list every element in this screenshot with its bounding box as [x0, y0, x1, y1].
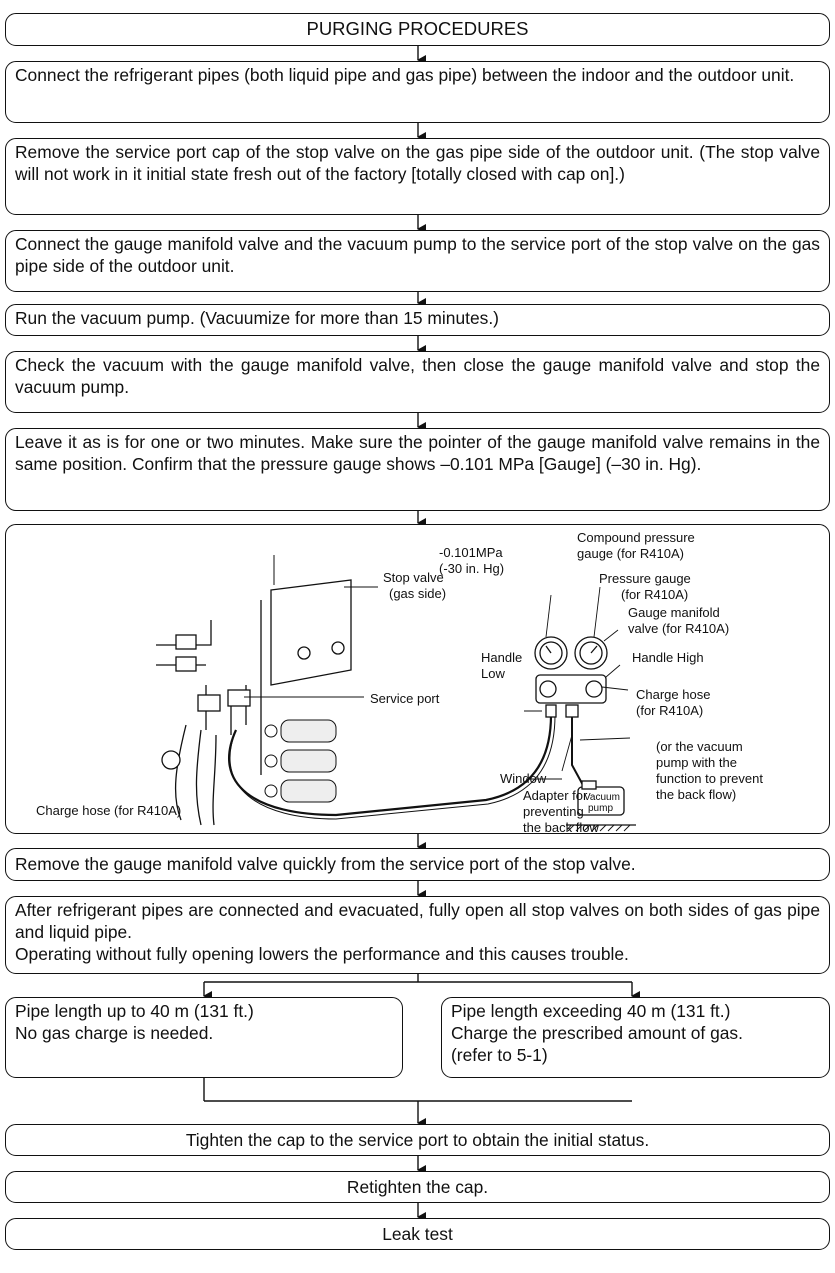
- label-stop-valve: Stop valve: [383, 570, 444, 585]
- step-leave-as-is: Leave it as is for one or two minutes. M…: [5, 428, 830, 511]
- label-handle-low-2: Low: [481, 666, 505, 681]
- branch-long-action: Charge the prescribed amount of gas.: [451, 1023, 743, 1043]
- label-service-port: Service port: [370, 691, 440, 706]
- outdoor-unit-and-manifold-drawing: [156, 555, 636, 832]
- page-title: PURGING PROCEDURES: [5, 13, 830, 46]
- step-leak-test: Leak test: [5, 1218, 830, 1250]
- label-adapter-3: the back flow: [523, 820, 599, 833]
- label-handle-low: Handle: [481, 650, 522, 665]
- open-valves-text: After refrigerant pipes are connected an…: [15, 900, 820, 942]
- label-pressure-gauge-2: (for R410A): [621, 587, 688, 602]
- branch-long-condition: Pipe length exceeding 40 m (131 ft.): [451, 1001, 731, 1021]
- label-gauge-manifold-2: valve (for R410A): [628, 621, 729, 636]
- branch-short-action: No gas charge is needed.: [15, 1023, 214, 1043]
- label-vacuum-pump-2: pump: [588, 803, 613, 814]
- label-charge-hose-left: Charge hose (for R410A): [36, 803, 181, 818]
- label-alt-pump-4: the back flow): [656, 787, 736, 802]
- branch-long-reference: (refer to 5-1): [451, 1045, 548, 1065]
- label-alt-pump-2: pump with the: [656, 755, 737, 770]
- illustration-labels: -0.101MPa (-30 in. Hg) Compound pressure…: [36, 530, 763, 833]
- open-valves-warning: Operating without fully opening lowers t…: [15, 944, 629, 964]
- step-remove-manifold: Remove the gauge manifold valve quickly …: [5, 848, 830, 881]
- label-pressure-value-unit: (-30 in. Hg): [439, 561, 504, 576]
- label-handle-high: Handle High: [632, 650, 704, 665]
- step-check-vacuum: Check the vacuum with the gauge manifold…: [5, 351, 830, 413]
- step-retighten-cap: Retighten the cap.: [5, 1171, 830, 1203]
- label-adapter: Adapter for: [523, 788, 588, 803]
- branch-short-condition: Pipe length up to 40 m (131 ft.): [15, 1001, 254, 1021]
- step-tighten-cap: Tighten the cap to the service port to o…: [5, 1124, 830, 1156]
- step-run-pump: Run the vacuum pump. (Vacuumize for more…: [5, 304, 830, 336]
- step-open-valves: After refrigerant pipes are connected an…: [5, 896, 830, 974]
- label-pressure-gauge: Pressure gauge: [599, 571, 691, 586]
- branch-short-pipe: Pipe length up to 40 m (131 ft.) No gas …: [5, 997, 403, 1078]
- label-pressure-value: -0.101MPa: [439, 545, 503, 560]
- label-charge-hose-right: Charge hose: [636, 687, 710, 702]
- step-connect-pipes: Connect the refrigerant pipes (both liqu…: [5, 61, 830, 123]
- label-compound-gauge-2: gauge (for R410A): [577, 546, 684, 561]
- purging-illustration: -0.101MPa (-30 in. Hg) Compound pressure…: [5, 524, 830, 834]
- label-compound-gauge: Compound pressure: [577, 530, 695, 545]
- label-alt-pump: (or the vacuum: [656, 739, 743, 754]
- label-window: Window: [500, 771, 547, 786]
- step-remove-cap: Remove the service port cap of the stop …: [5, 138, 830, 215]
- label-adapter-2: preventing: [523, 804, 584, 819]
- label-gauge-manifold: Gauge manifold: [628, 605, 720, 620]
- label-vacuum-pump: Vacuum: [584, 792, 620, 803]
- label-alt-pump-3: function to prevent: [656, 771, 763, 786]
- step-connect-manifold: Connect the gauge manifold valve and the…: [5, 230, 830, 292]
- branch-long-pipe: Pipe length exceeding 40 m (131 ft.) Cha…: [441, 997, 830, 1078]
- label-charge-hose-right-2: (for R410A): [636, 703, 703, 718]
- label-stop-valve-2: (gas side): [389, 586, 446, 601]
